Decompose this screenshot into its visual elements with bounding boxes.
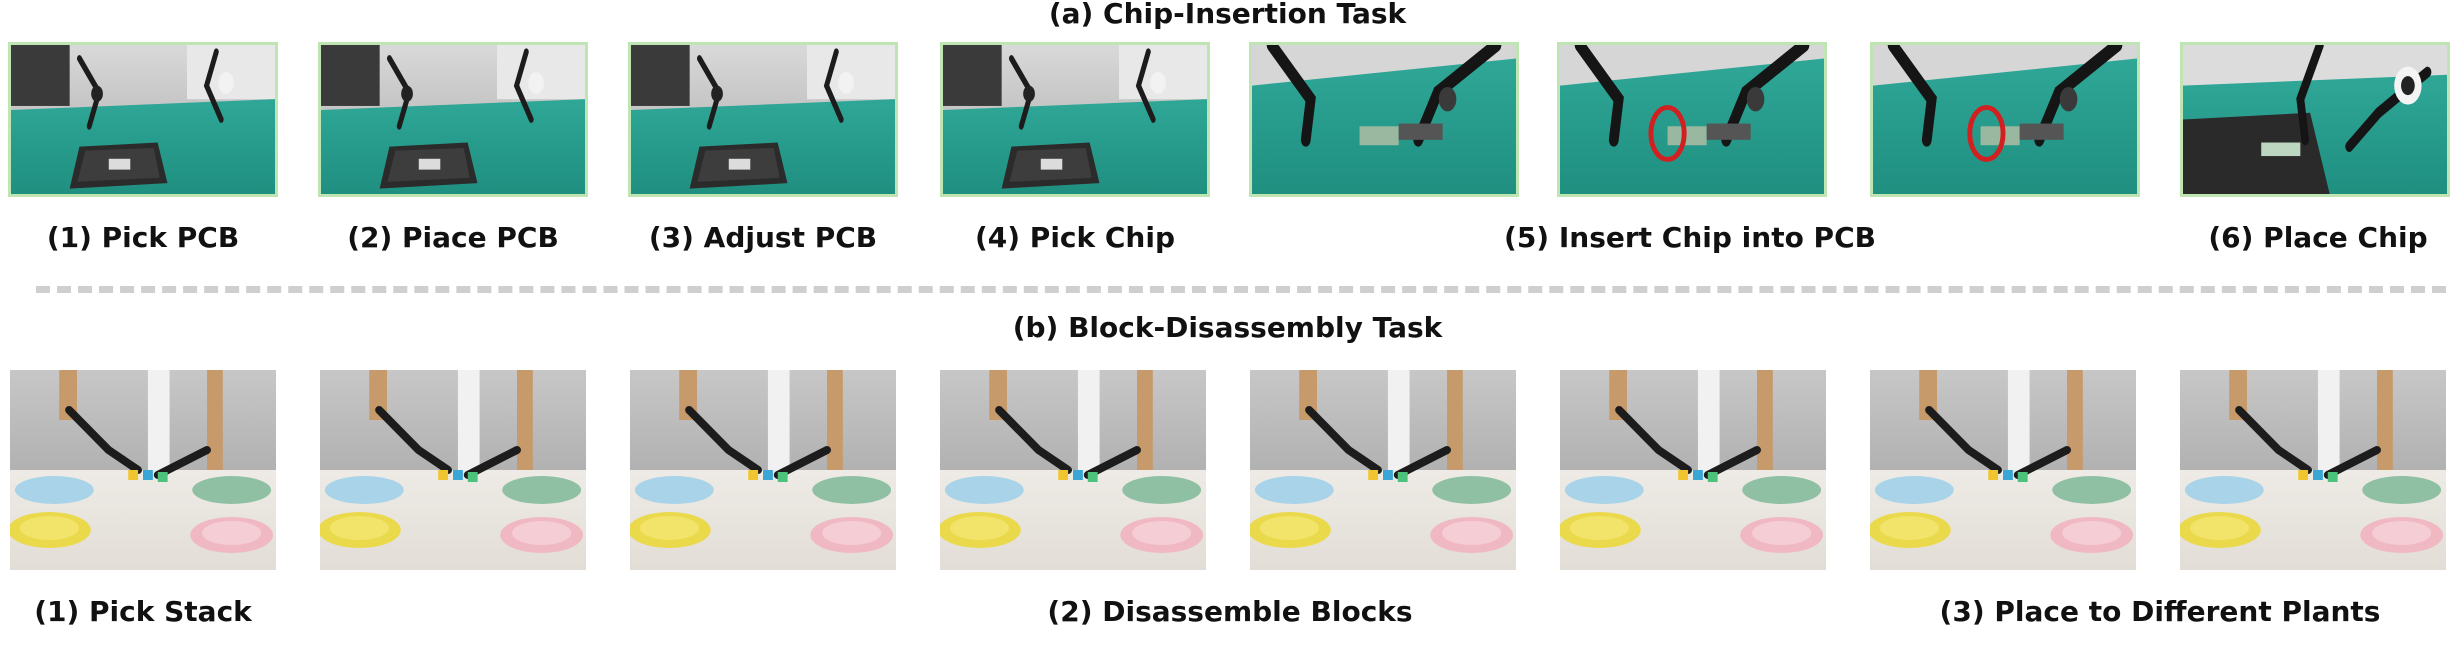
chip-frame-1-photo <box>8 42 278 197</box>
chip-caption-place-pcb: (2) Piace PCB <box>347 221 559 254</box>
chip-caption-place-chip: (6) Place Chip <box>2208 221 2428 254</box>
chip-frame-5c-photo <box>1870 42 2140 197</box>
chip-caption-adjust-pcb: (3) Adjust PCB <box>648 221 878 254</box>
chip-frame-2-photo <box>318 42 588 197</box>
chip-caption-pick-pcb: (1) Pick PCB <box>46 221 240 254</box>
block-frame-3-photo <box>630 370 896 570</box>
section-title-chip-insertion: (a) Chip-Insertion Task <box>1048 0 1407 30</box>
block-frame-2-photo <box>320 370 586 570</box>
block-frame-1-photo <box>10 370 276 570</box>
block-caption-pick-stack: (1) Pick Stack <box>34 595 252 628</box>
chip-caption-insert-chip: (5) Insert Chip into PCB <box>1504 221 1876 254</box>
chip-frame-3-photo <box>628 42 898 197</box>
block-caption-disassemble: (2) Disassemble Blocks <box>1047 595 1413 628</box>
block-caption-place-plants: (3) Place to Different Plants <box>1939 595 2381 628</box>
chip-frame-4-photo <box>940 42 1210 197</box>
chip-frame-5a-photo <box>1249 42 1519 197</box>
insertion-highlight-circle <box>1967 105 2006 162</box>
chip-frame-6-photo <box>2180 42 2450 197</box>
chip-frame-5b-photo <box>1557 42 1827 197</box>
block-frame-5-photo <box>1250 370 1516 570</box>
section-title-block-disassembly: (b) Block-Disassembly Task <box>1012 311 1443 344</box>
block-frame-7-photo <box>1870 370 2136 570</box>
insertion-highlight-circle <box>1648 105 1687 162</box>
block-frame-6-photo <box>1560 370 1826 570</box>
chip-caption-pick-chip: (4) Pick Chip <box>974 221 1176 254</box>
section-divider <box>36 286 2446 293</box>
block-frame-4-photo <box>940 370 1206 570</box>
block-frame-8-photo <box>2180 370 2446 570</box>
